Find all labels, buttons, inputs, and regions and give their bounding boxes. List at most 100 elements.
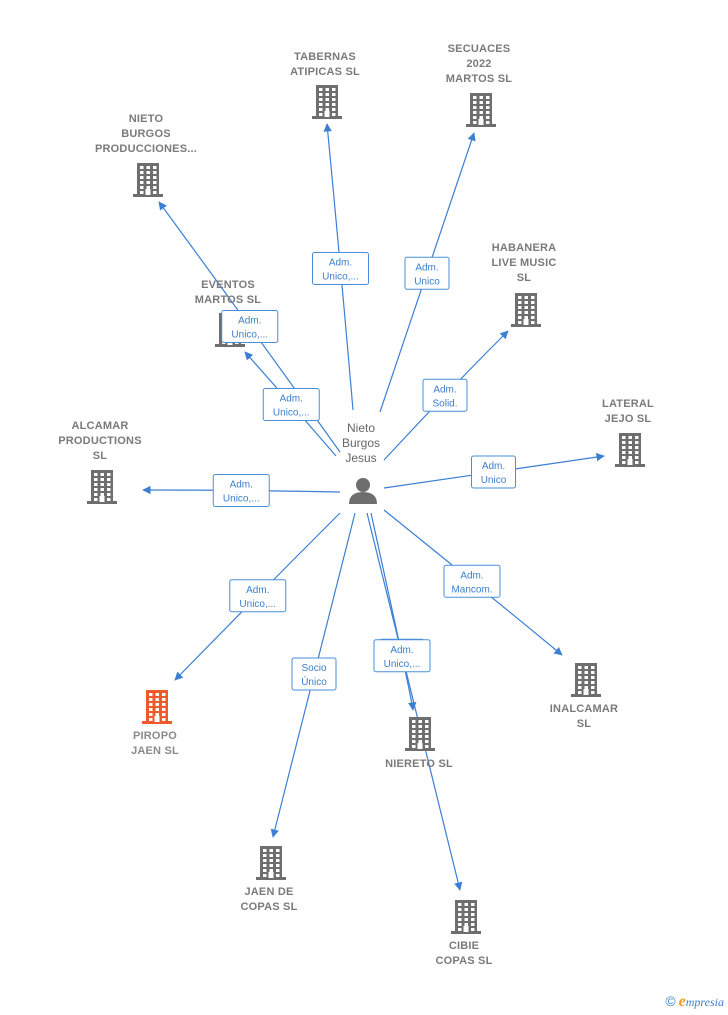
- company-node-tabernas[interactable]: TABERNAS ATIPICAS SL: [290, 51, 360, 119]
- copyright-symbol: ©: [665, 993, 676, 1009]
- company-label: LATERAL JEJO SL: [602, 398, 654, 425]
- role-badge-secuaces[interactable]: Adm. Unico: [404, 256, 450, 290]
- company-label: JAEN DE COPAS SL: [240, 886, 297, 913]
- building-icon: [451, 900, 481, 934]
- company-label-line: LIVE MUSIC: [492, 257, 557, 269]
- company-label: CIBIE COPAS SL: [435, 940, 492, 967]
- person-name-line: Nieto: [347, 421, 375, 435]
- role-text: Adm.: [246, 585, 269, 596]
- company-label-line: TABERNAS: [294, 51, 356, 63]
- company-label-line: PIROPO: [133, 730, 177, 742]
- person-name-line: Jesus: [345, 451, 376, 465]
- company-label-line: ATIPICAS SL: [290, 66, 360, 78]
- role-badge-alcamar[interactable]: Adm.Unico,...: [212, 474, 270, 507]
- company-label: HABANERA LIVE MUSIC SL: [492, 242, 557, 284]
- building-icon: [405, 717, 435, 751]
- role-badge-niereto[interactable]: Adm. Unico,...: [373, 639, 431, 673]
- person-name-line: Burgos: [342, 436, 380, 450]
- role-text: Socio: [301, 663, 326, 674]
- company-node-nieto-burgos-prod[interactable]: NIETO BURGOS PRODUCCIONES...: [95, 113, 197, 197]
- company-node-niereto[interactable]: NIERETO SL: [385, 717, 453, 770]
- building-icon: [571, 663, 601, 697]
- company-label-line: CIBIE: [449, 940, 479, 952]
- company-node-jaen-copas[interactable]: JAEN DE COPAS SL: [240, 846, 297, 913]
- company-label-line: 2022: [466, 58, 491, 70]
- role-text: Unico,...: [239, 599, 276, 610]
- empresia-logo: © empresia: [665, 993, 724, 1011]
- building-icon: [142, 690, 172, 724]
- role-text: Único: [301, 675, 327, 688]
- edge-niereto: [370, 512, 417, 711]
- company-label-line: SL: [577, 718, 592, 730]
- role-badge-nieto-burgos-prod[interactable]: Adm.Unico,...: [221, 310, 279, 343]
- company-label-line: SL: [517, 272, 532, 284]
- role-badge-eventos[interactable]: Adm. Unico,...: [262, 388, 320, 421]
- company-node-alcamar[interactable]: ALCAMAR PRODUCTIONS SL: [58, 420, 142, 504]
- role-text: Mancom.: [451, 584, 492, 595]
- company-label-line: BURGOS: [121, 128, 170, 140]
- role-text: Unico: [481, 475, 507, 486]
- company-label-line: SL: [93, 450, 108, 462]
- company-label: NIETO BURGOS PRODUCCIONES...: [95, 113, 197, 155]
- company-node-inalcamar[interactable]: INALCAMAR SL: [550, 663, 618, 730]
- building-icon: [256, 846, 286, 880]
- role-badge-inalcamar[interactable]: Adm. Mancom.: [443, 564, 501, 598]
- building-icon: [133, 163, 163, 197]
- company-node-cibie[interactable]: CIBIE COPAS SL: [435, 900, 492, 967]
- brand-initial: e: [678, 993, 686, 1010]
- company-label-line: EVENTOS: [201, 279, 255, 291]
- company-label-line: PRODUCTIONS: [58, 435, 141, 447]
- role-text: Adm.: [390, 645, 413, 656]
- role-text: Unico,...: [384, 659, 421, 670]
- company-label-line: LATERAL: [602, 398, 654, 410]
- company-label-line: COPAS SL: [240, 901, 297, 913]
- company-label-line: JEJO SL: [605, 413, 652, 425]
- company-label-line: JAEN DE: [244, 886, 293, 898]
- role-text: Unico,...: [231, 330, 268, 341]
- role-text: Unico: [414, 276, 440, 287]
- company-label: ALCAMAR PRODUCTIONS SL: [58, 420, 141, 462]
- company-label: TABERNAS ATIPICAS SL: [290, 51, 360, 78]
- role-text: Adm.: [280, 394, 303, 405]
- building-icon: [87, 470, 117, 504]
- role-badge-tabernas[interactable]: Adm. Unico,...: [312, 252, 369, 285]
- building-icon: [615, 433, 645, 467]
- role-badge-habanera[interactable]: Adm. Solid.: [422, 378, 468, 412]
- company-label: NIERETO SL: [385, 758, 453, 770]
- company-label-line: COPAS SL: [435, 955, 492, 967]
- role-text: Adm.: [329, 258, 352, 269]
- role-text: Adm.: [433, 384, 456, 395]
- brand-name: mpresia: [685, 995, 724, 1009]
- role-text: Adm.: [460, 570, 483, 581]
- role-text: Unico,...: [273, 408, 310, 419]
- edges-layer: [142, 123, 605, 891]
- company-node-habanera[interactable]: HABANERA LIVE MUSIC SL: [492, 242, 557, 327]
- company-label-line: HABANERA: [492, 242, 557, 254]
- company-label-line: NIERETO SL: [385, 758, 453, 770]
- building-icon: [511, 293, 541, 327]
- company-node-lateral[interactable]: LATERAL JEJO SL: [602, 398, 654, 467]
- role-badge-lateral[interactable]: Adm. Unico: [471, 455, 516, 489]
- building-icon: [312, 85, 342, 119]
- role-text: Adm.: [482, 461, 505, 472]
- role-badge-piropo[interactable]: Adm. Unico,...: [229, 579, 287, 613]
- role-text: Adm.: [230, 480, 253, 491]
- role-text: Unico,...: [322, 272, 359, 283]
- company-label-line: SECUACES: [448, 43, 511, 55]
- company-label-line: NIETO: [129, 113, 164, 125]
- company-label: INALCAMAR SL: [550, 703, 618, 730]
- company-label-line: INALCAMAR: [550, 703, 618, 715]
- company-label-line: ALCAMAR: [71, 420, 128, 432]
- role-text: Solid.: [432, 398, 457, 409]
- company-label-line: PRODUCCIONES...: [95, 143, 197, 155]
- role-text: Adm.: [415, 262, 438, 273]
